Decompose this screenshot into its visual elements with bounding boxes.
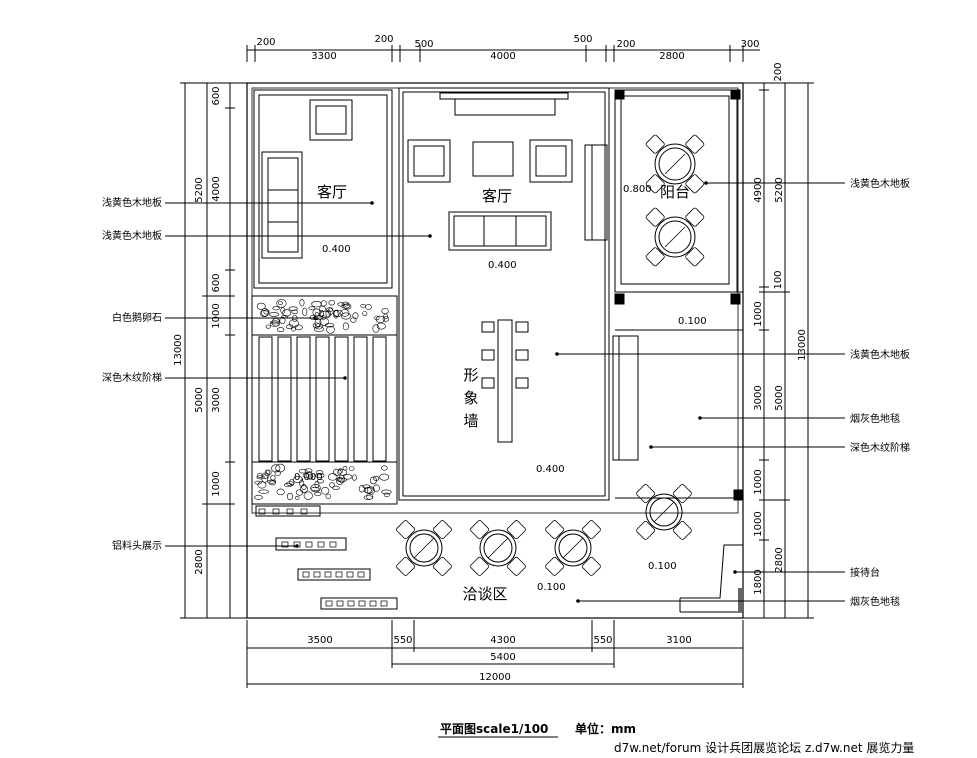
- dim-right-4: 1000: [753, 301, 764, 326]
- image-wall-char-3: 墙: [463, 412, 478, 430]
- label-pebbles: 白色鹅卵石: [112, 311, 162, 324]
- label-aluminium-display: 铝料头展示: [112, 539, 162, 552]
- level-marker: 0.400: [536, 464, 565, 475]
- chair: [581, 520, 601, 540]
- dim-left-3: 600: [211, 273, 222, 292]
- chair: [545, 520, 565, 540]
- dim-bottom-2: 550: [393, 635, 412, 646]
- chair: [645, 247, 665, 267]
- label-carpet-2: 烟灰色地毯: [850, 595, 900, 608]
- dim-top-8: 2800: [659, 51, 684, 62]
- chair: [506, 556, 526, 576]
- level-marker: 0.100: [678, 316, 707, 327]
- chair: [432, 520, 452, 540]
- dim-right-5: 3000: [753, 385, 764, 410]
- chair: [432, 556, 452, 576]
- chair: [581, 556, 601, 576]
- dim-left-5: 3000: [211, 387, 222, 412]
- chair: [470, 556, 490, 576]
- chair: [645, 134, 665, 154]
- pebble-pattern: [254, 299, 392, 501]
- chair: [672, 520, 692, 540]
- dim-bottom-4: 550: [593, 635, 612, 646]
- level-marker: 0.400: [322, 244, 351, 255]
- dim-right-total: 13000: [797, 329, 808, 361]
- dim-right-1: 200: [773, 62, 784, 81]
- dim-right-mid-3: 2800: [774, 547, 785, 572]
- label-carpet-1: 烟灰色地毯: [850, 412, 900, 425]
- label-stairs-left: 深色木纹阶梯: [102, 371, 162, 384]
- chair: [396, 556, 416, 576]
- room-negotiation: 洽谈区: [462, 585, 507, 603]
- chair: [636, 520, 656, 540]
- chair: [545, 556, 565, 576]
- dim-top-4: 500: [414, 39, 433, 50]
- dim-left-4: 1000: [211, 303, 222, 328]
- chair: [506, 520, 526, 540]
- dim-right-mid-1: 5200: [774, 177, 785, 202]
- footer-watermark: d7w.net/forum 设计兵团展览论坛 z.d7w.net 展览力量: [614, 740, 914, 755]
- dim-top-5: 4000: [490, 51, 515, 62]
- dim-right-2: 4900: [753, 177, 764, 202]
- room-living-left: 客厅: [317, 183, 347, 201]
- dim-top-3: 200: [374, 34, 393, 45]
- level-marker: 0.800: [623, 184, 652, 195]
- level-marker: 0.100: [537, 582, 566, 593]
- label-floor-left-1: 浅黄色木地板: [102, 196, 162, 209]
- chair: [396, 520, 416, 540]
- chair: [636, 484, 656, 504]
- label-floor-right-1: 浅黄色木地板: [850, 177, 910, 190]
- dim-left-mid-2: 5000: [194, 387, 205, 412]
- image-wall-char-1: 形: [463, 366, 478, 384]
- dim-bottom-total-mid: 5400: [490, 652, 515, 663]
- dim-bottom-3: 4300: [490, 635, 515, 646]
- level-marker: 0.000: [294, 472, 323, 483]
- dim-right-8: 1800: [753, 569, 764, 594]
- chair: [645, 207, 665, 227]
- dim-left-2: 4000: [211, 176, 222, 201]
- level-marker: 0.400: [488, 260, 517, 271]
- room-balcony: 阳台: [660, 183, 690, 201]
- level-marker: 0.100: [648, 561, 677, 572]
- chair: [672, 484, 692, 504]
- chair: [685, 207, 705, 227]
- chair: [645, 174, 665, 194]
- dim-bottom-1: 3500: [307, 635, 332, 646]
- dim-left-1: 600: [211, 86, 222, 105]
- room-living-center: 客厅: [482, 187, 512, 205]
- dim-top-7: 200: [616, 39, 635, 50]
- image-wall-char-2: 象: [463, 389, 478, 407]
- dim-right-3: 100: [773, 270, 784, 289]
- chairs: [396, 134, 705, 576]
- dim-bottom-5: 3100: [666, 635, 691, 646]
- chair: [470, 520, 490, 540]
- dim-right-mid-2: 5000: [774, 385, 785, 410]
- dim-top-1: 200: [256, 37, 275, 48]
- dim-left-total: 13000: [173, 334, 184, 366]
- dim-bottom-total: 12000: [479, 672, 511, 683]
- unit-label: 单位：mm: [575, 721, 636, 736]
- dim-top-6: 500: [573, 34, 592, 45]
- plan-title: 平面图scale1/100: [440, 722, 548, 736]
- label-reception: 接待台: [850, 566, 880, 579]
- dim-top-9: 300: [740, 39, 759, 50]
- label-floor-right-2: 浅黄色木地板: [850, 348, 910, 361]
- dim-left-mid-3: 2800: [194, 549, 205, 574]
- dim-right-7: 1000: [753, 511, 764, 536]
- chair: [685, 247, 705, 267]
- dim-left-mid-1: 5200: [194, 177, 205, 202]
- chair: [685, 134, 705, 154]
- chair: [685, 174, 705, 194]
- dim-top-2: 3300: [311, 51, 336, 62]
- label-stairs-right: 深色木纹阶梯: [850, 441, 910, 454]
- dim-right-6: 1000: [753, 469, 764, 494]
- dim-left-6: 1000: [211, 471, 222, 496]
- label-floor-left-2: 浅黄色木地板: [102, 229, 162, 242]
